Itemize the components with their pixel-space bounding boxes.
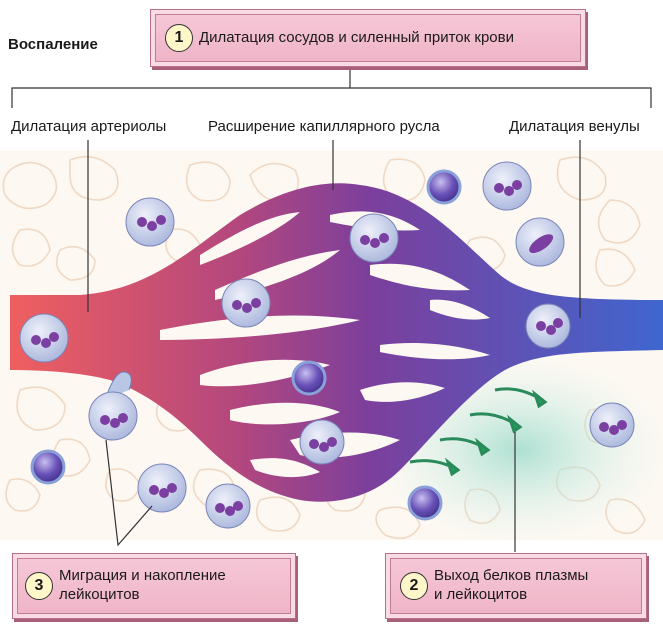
bottom-right-callout-box: 2 Выход белков плазмы и лейкоцитов (385, 553, 647, 619)
bottom-left-line1: Миграция и накопление (59, 567, 226, 584)
bottom-left-line2: лейкоцитов (59, 586, 140, 603)
step-number-3: 3 (25, 572, 53, 600)
diagram-title: Воспаление (8, 36, 98, 53)
bottom-left-callout-text: Миграция и накопление лейкоцитов (59, 567, 226, 605)
bottom-right-callout-text: Выход белков плазмы и лейкоцитов (434, 567, 588, 605)
step-number-1: 1 (165, 24, 193, 52)
label-arteriole: Дилатация артериолы (11, 118, 166, 135)
top-callout-box: 1 Дилатация сосудов и силенный приток кр… (150, 9, 586, 67)
top-callout-text: Дилатация сосудов и силенный приток кров… (199, 29, 514, 48)
bottom-right-line1: Выход белков плазмы (434, 567, 588, 584)
bottom-left-callout-box: 3 Миграция и накопление лейкоцитов (12, 553, 296, 619)
step-number-2: 2 (400, 572, 428, 600)
label-capillary: Расширение капиллярного русла (208, 118, 440, 135)
label-venule: Дилатация венулы (509, 118, 640, 135)
bottom-right-line2: и лейкоцитов (434, 586, 527, 603)
